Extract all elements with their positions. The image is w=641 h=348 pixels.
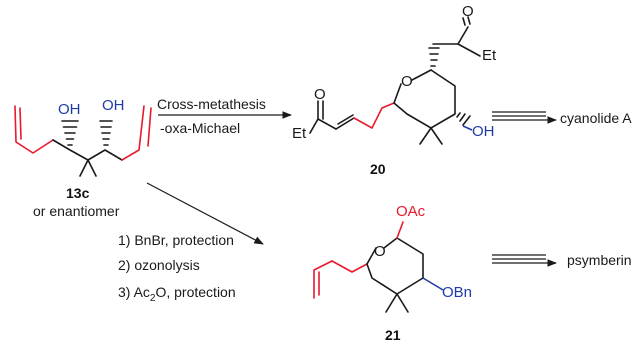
hydroxyl-label: OH xyxy=(58,101,81,118)
reaction-condition-line2: -oxa-Michael xyxy=(160,120,240,136)
reaction-step-3: 3) Ac2O, protection xyxy=(118,284,236,304)
multistep-arrow-upper xyxy=(492,111,557,124)
ring-oxygen: O xyxy=(401,73,413,90)
product-cyanolide: cyanolide A xyxy=(560,110,632,126)
compound-20: OH O Et O O Et xyxy=(292,3,497,145)
ethyl-label: Et xyxy=(292,125,307,142)
acetoxy-label: OAc xyxy=(396,203,426,220)
product-psymberin: psymberin xyxy=(567,252,632,268)
ethyl-label: Et xyxy=(482,47,497,64)
hashed-bond-oh-right xyxy=(99,120,113,146)
carbonyl-oxygen: O xyxy=(462,3,474,20)
hydroxyl-label: OH xyxy=(472,123,495,140)
reaction-step-1: 1) BnBr, protection xyxy=(118,232,234,248)
ring-oxygen: O xyxy=(374,243,386,260)
compound-13c: OH OH xyxy=(14,97,152,177)
multistep-arrow-lower xyxy=(492,254,557,267)
benzyloxy-label: OBn xyxy=(442,284,472,301)
reaction-step-2: 2) ozonolysis xyxy=(118,257,200,273)
hydroxyl-label: OH xyxy=(102,97,125,114)
compound-label-21: 21 xyxy=(385,327,401,343)
reaction-condition-line1: Cross-metathesis xyxy=(157,96,266,112)
compound-21: OAc OBn O xyxy=(313,203,472,313)
reaction-arrow-lower xyxy=(146,182,264,245)
compound-label-13c: 13c xyxy=(66,185,90,201)
hashed-bond-oh-left xyxy=(61,120,79,146)
compound-label-20: 20 xyxy=(370,161,386,177)
enantiomer-note: or enantiomer xyxy=(33,203,120,219)
carbonyl-oxygen: O xyxy=(314,86,326,103)
